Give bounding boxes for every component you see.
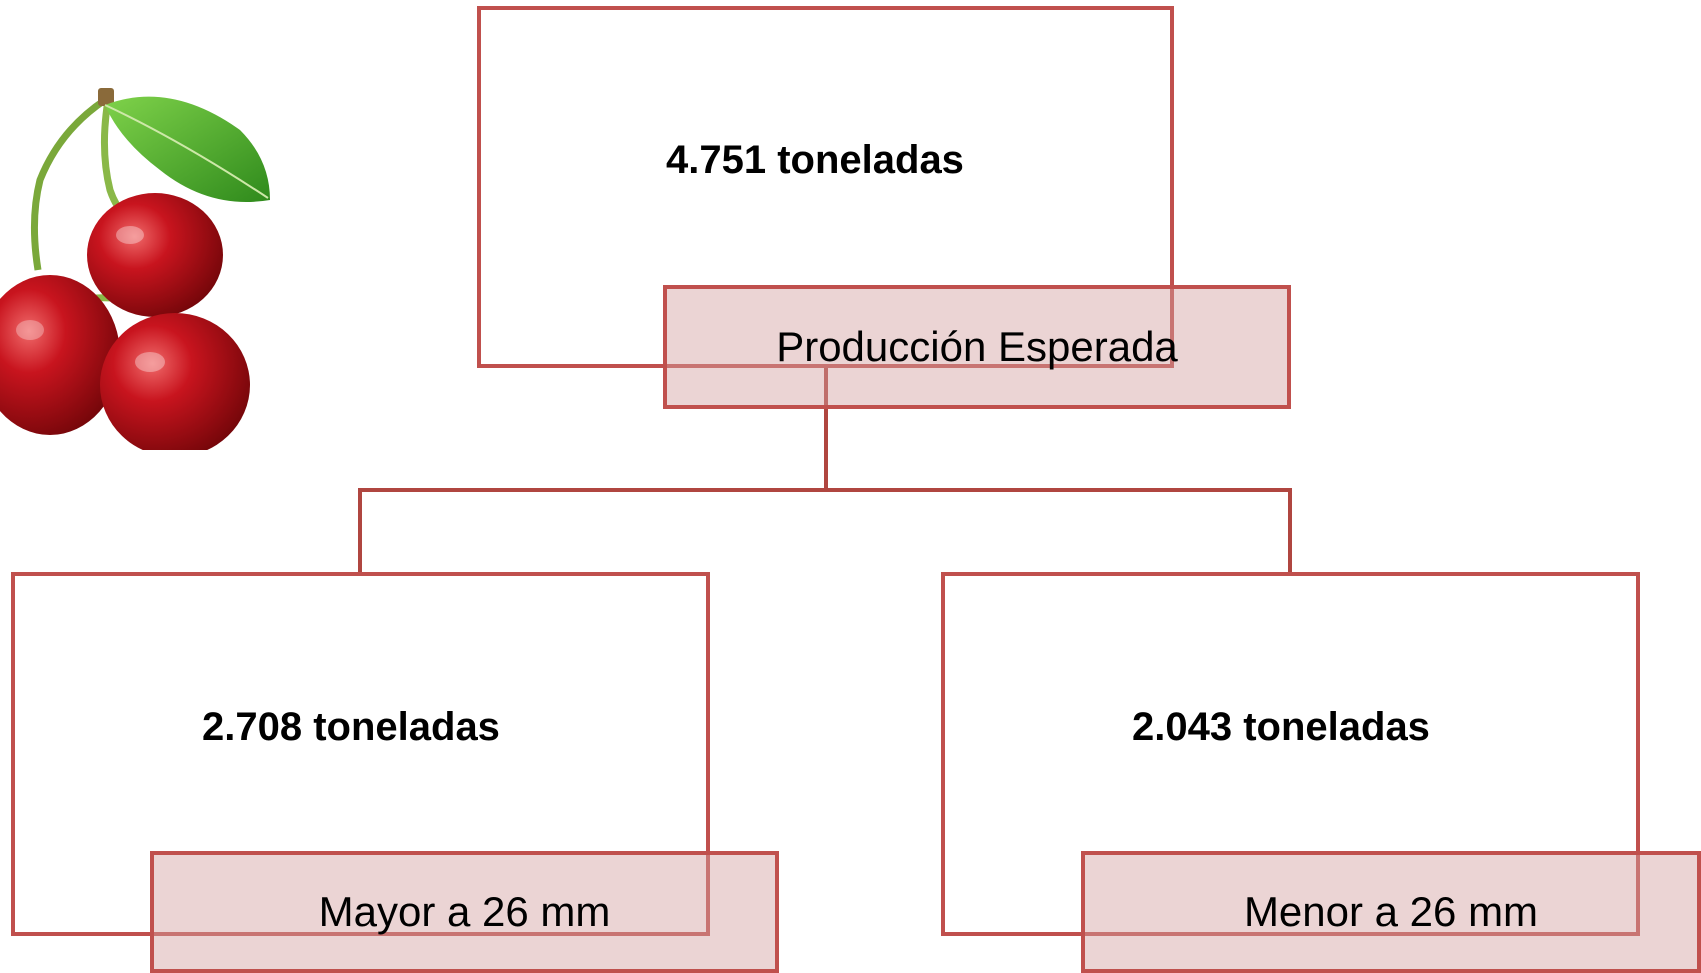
child-left-value: 2.708 toneladas bbox=[202, 705, 500, 749]
root-value: 4.751 toneladas bbox=[666, 138, 964, 182]
child-node-right bbox=[941, 572, 1640, 936]
root-label: Producción Esperada bbox=[776, 323, 1178, 370]
connector-right-drop bbox=[1288, 488, 1292, 574]
root-label-box: Producción Esperada bbox=[663, 285, 1291, 409]
child-left-label: Mayor a 26 mm bbox=[318, 888, 611, 935]
root-node bbox=[477, 6, 1174, 368]
connector-left-drop bbox=[358, 488, 362, 574]
child-right-label: Menor a 26 mm bbox=[1243, 888, 1539, 935]
connector-root-stem bbox=[824, 368, 828, 490]
child-right-value: 2.043 toneladas bbox=[1132, 705, 1430, 749]
child-node-left bbox=[11, 572, 710, 936]
cherries-icon bbox=[0, 88, 270, 450]
child-left-label-box: Mayor a 26 mm bbox=[150, 851, 779, 973]
connector-horizontal bbox=[358, 488, 1292, 492]
child-right-label-box: Menor a 26 mm bbox=[1081, 851, 1701, 973]
